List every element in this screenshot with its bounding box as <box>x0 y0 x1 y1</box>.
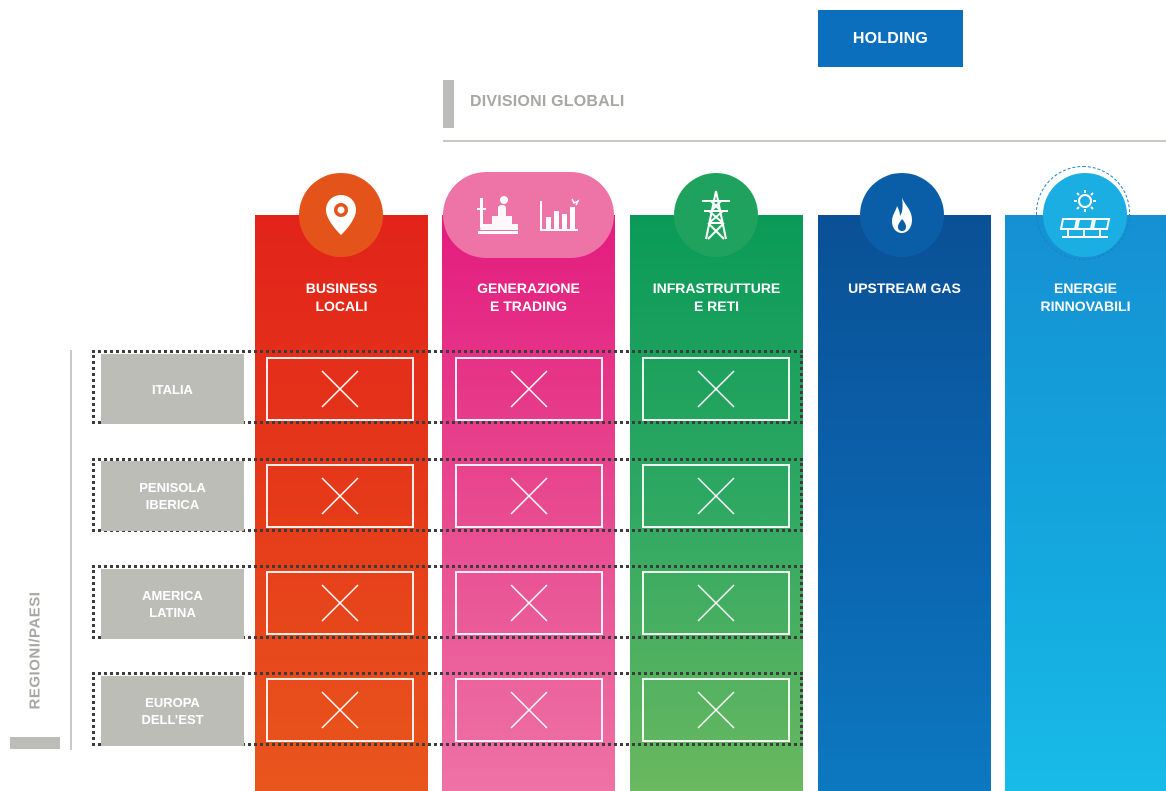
region-row-america-latina <box>92 565 803 639</box>
column-title: ENERGIE RINNOVABILI <box>1040 280 1131 314</box>
location-pin-icon <box>299 173 383 257</box>
matrix-cell <box>266 571 414 635</box>
region-label-europa-est: EUROPA DELL’EST <box>101 676 244 746</box>
energie-rinnovabili-icon-ring <box>1036 166 1130 260</box>
matrix-cell <box>642 571 790 635</box>
column-upstream-gas: UPSTREAM GAS <box>818 215 991 791</box>
divisioni-divider <box>443 140 1166 142</box>
cross-icon <box>510 691 548 729</box>
transmission-tower-icon <box>674 173 758 257</box>
region-row-italia <box>92 350 803 424</box>
cross-icon <box>697 477 735 515</box>
power-plant-icon <box>476 196 518 234</box>
cross-icon <box>697 370 735 408</box>
column-energie-rinnovabili: ENERGIE RINNOVABILI <box>1005 215 1166 791</box>
regioni-paesi-label: REGIONI/PAESI <box>26 591 44 709</box>
region-row-penisola-iberica <box>92 458 803 532</box>
matrix-cell <box>455 571 603 635</box>
divisioni-globali-label: DIVISIONI GLOBALI <box>470 93 625 110</box>
matrix-cell <box>455 357 603 421</box>
holding-label: HOLDING <box>852 29 929 47</box>
divisioni-marker <box>443 80 454 128</box>
matrix-cell <box>266 464 414 528</box>
matrix-cell <box>642 678 790 742</box>
bar-chart-icon <box>539 198 580 231</box>
regions-marker <box>10 737 60 749</box>
region-label-penisola-iberica: PENISOLA IBERICA <box>101 461 244 531</box>
cross-icon <box>321 477 359 515</box>
matrix-cell <box>266 357 414 421</box>
cross-icon <box>510 584 548 622</box>
column-title: BUSINESS LOCALI <box>305 280 378 314</box>
region-row-europa-est <box>92 672 803 746</box>
region-label-italia: ITALIA <box>101 354 244 424</box>
sun-solar-panels-icon <box>1043 173 1127 257</box>
matrix-cell <box>266 678 414 742</box>
holding-box: HOLDING <box>818 10 963 67</box>
cross-icon <box>510 477 548 515</box>
column-generazione-trading: GENERAZIONE E TRADING <box>442 215 615 791</box>
column-title: GENERAZIONE E TRADING <box>477 280 580 314</box>
cross-icon <box>321 370 359 408</box>
column-business-locali: BUSINESS LOCALI <box>255 215 428 791</box>
column-title: INFRASTRUTTURE E RETI <box>652 280 781 314</box>
cross-icon <box>321 691 359 729</box>
regions-divider <box>70 350 72 750</box>
matrix-cell <box>642 357 790 421</box>
generation-trading-icons <box>443 172 614 258</box>
cross-icon <box>510 370 548 408</box>
column-title: UPSTREAM GAS <box>848 280 961 296</box>
matrix-cell <box>455 678 603 742</box>
matrix-cell <box>455 464 603 528</box>
cross-icon <box>697 691 735 729</box>
cross-icon <box>697 584 735 622</box>
region-label-america-latina: AMERICA LATINA <box>101 569 244 639</box>
cross-icon <box>321 584 359 622</box>
column-infrastrutture-reti: INFRASTRUTTURE E RETI <box>630 215 803 791</box>
flame-icon <box>860 173 944 257</box>
matrix-cell <box>642 464 790 528</box>
